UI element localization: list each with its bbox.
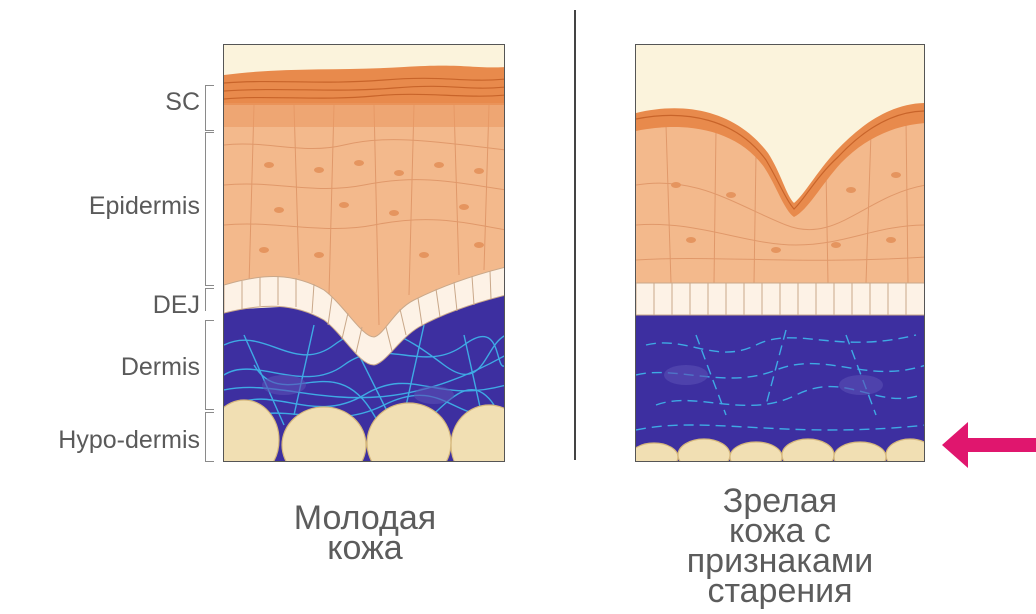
- label-dermis: Dermis: [60, 353, 200, 382]
- bracket-dermis: [205, 320, 214, 410]
- bracket-sc: [205, 85, 214, 131]
- label-epidermis: Epidermis: [40, 192, 200, 221]
- mature-skin-svg: [636, 45, 925, 462]
- mature-skin-illustration: [635, 44, 925, 462]
- caption-young-line-2: кожа: [255, 533, 475, 563]
- caption-mature-line-4: старения: [670, 576, 890, 606]
- young-skin-illustration: [223, 44, 505, 462]
- arrow-left-icon: [942, 422, 1036, 468]
- caption-young: Молодая кожа: [255, 503, 475, 563]
- bracket-hypodermis: [205, 412, 214, 462]
- label-dej: DEJ: [120, 291, 200, 320]
- young-skin-svg: [224, 45, 505, 462]
- bracket-dej: [205, 288, 214, 311]
- caption-mature: Зрелая кожа с признаками старения: [670, 486, 890, 606]
- divider-line: [574, 10, 576, 460]
- bracket-epidermis: [205, 132, 214, 286]
- label-sc: SC: [150, 88, 200, 117]
- label-hypodermis: Hypo-dermis: [0, 426, 200, 455]
